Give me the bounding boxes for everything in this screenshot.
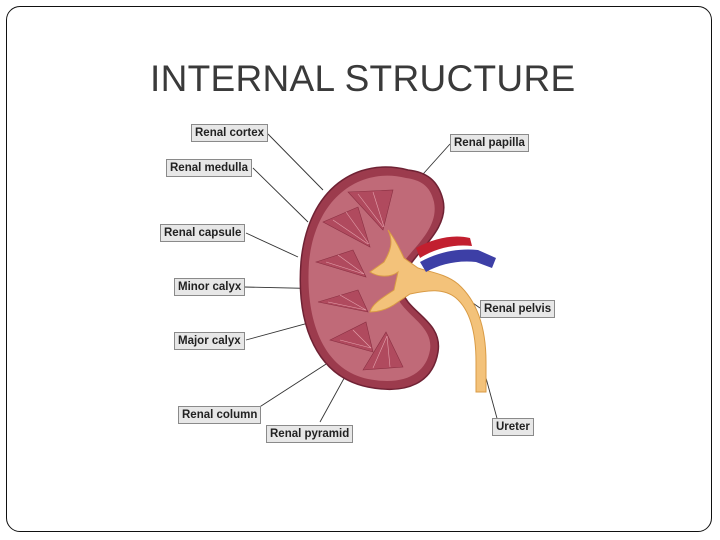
label-renal-papilla: Renal papilla xyxy=(450,134,529,152)
label-major-calyx: Major calyx xyxy=(174,332,245,350)
pyramid-striations xyxy=(325,191,391,369)
label-renal-pyramid: Renal pyramid xyxy=(266,425,354,443)
renal-pyramids xyxy=(314,189,404,371)
renal-artery-shape xyxy=(416,236,472,258)
slide-title: INTERNAL STRUCTURE xyxy=(150,58,576,99)
label-renal-medulla: Renal medulla xyxy=(166,159,252,177)
label-ureter: Ureter xyxy=(492,418,534,436)
label-minor-calyx: Minor calyx xyxy=(174,278,246,296)
leader-renal-cortex xyxy=(267,133,324,191)
leader-renal-capsule xyxy=(245,232,299,258)
renal-vein-shape xyxy=(420,249,496,272)
label-renal-capsule: Renal capsule xyxy=(160,224,246,242)
renal-pelvis-shape xyxy=(369,229,487,393)
label-renal-cortex: Renal cortex xyxy=(191,124,269,142)
kidney-illustration xyxy=(243,133,499,423)
label-renal-pelvis: Renal pelvis xyxy=(480,300,556,318)
kidney-diagram: Renal cortex Renal medulla Renal capsule… xyxy=(158,112,568,460)
label-renal-column: Renal column xyxy=(178,406,262,424)
leader-renal-medulla xyxy=(252,167,309,223)
